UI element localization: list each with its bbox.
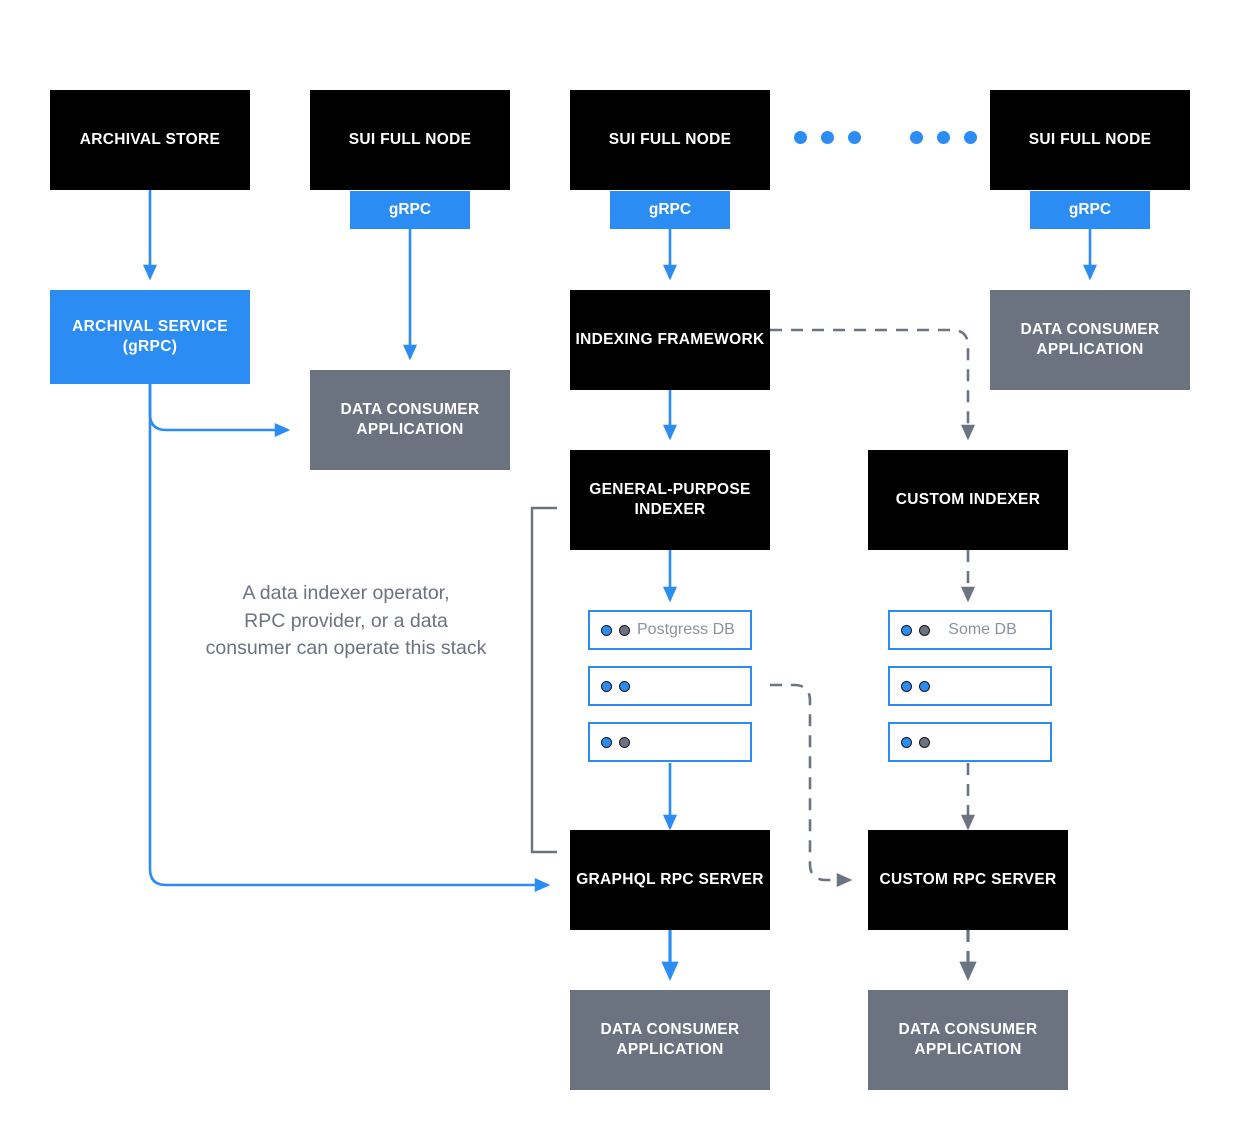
node-archival-store[interactable]: ARCHIVAL STORE bbox=[50, 90, 250, 190]
ellipsis-dot-icon bbox=[821, 131, 834, 144]
node-data-consumer-app-graphql[interactable]: DATA CONSUMER APPLICATION bbox=[570, 990, 770, 1090]
node-graphql-rpc-server[interactable]: GRAPHQL RPC SERVER bbox=[570, 830, 770, 930]
node-archival-service-label: ARCHIVAL SERVICE (gRPC) bbox=[72, 317, 228, 355]
node-custom-indexer-label: CUSTOM INDEXER bbox=[895, 490, 1041, 508]
node-data-consumer-app-right-top[interactable]: DATA CONSUMER APPLICATION bbox=[990, 290, 1190, 390]
node-sui-full-node-1-label: SUI FULL NODE bbox=[348, 130, 472, 148]
db-status-dot-icon bbox=[619, 736, 630, 748]
node-indexing-framework-label: INDEXING FRAMEWORK bbox=[575, 330, 765, 348]
db-status-dot-icon bbox=[919, 736, 930, 748]
db-status-dot-icon bbox=[601, 680, 612, 692]
ellipsis-dot-icon bbox=[848, 131, 861, 144]
node-archival-service[interactable]: ARCHIVAL SERVICE (gRPC) bbox=[50, 290, 250, 384]
db-row-postgres-0[interactable]: Postgress DB bbox=[588, 610, 752, 650]
edge-postgres-to-custom-rpc bbox=[770, 683, 853, 888]
ellipsis-group-2 bbox=[910, 131, 977, 144]
edge-indexing-framework-to-custom-indexer bbox=[770, 328, 976, 441]
db-status-dot-icon bbox=[619, 680, 630, 692]
node-sui-full-node-3[interactable]: SUI FULL NODE bbox=[990, 90, 1190, 190]
db-status-dot-icon bbox=[901, 624, 912, 636]
node-data-consumer-app-right-top-label: DATA CONSUMER APPLICATION bbox=[1020, 320, 1160, 358]
node-general-purpose-indexer[interactable]: GENERAL-PURPOSE INDEXER bbox=[570, 450, 770, 550]
node-custom-indexer[interactable]: CUSTOM INDEXER bbox=[868, 450, 1068, 550]
node-custom-rpc-server-label: CUSTOM RPC SERVER bbox=[879, 870, 1057, 888]
node-general-purpose-indexer-label: GENERAL-PURPOSE INDEXER bbox=[589, 480, 751, 518]
node-data-consumer-app-left-label: DATA CONSUMER APPLICATION bbox=[340, 400, 480, 438]
stack-annotation-text: A data indexer operator, RPC provider, o… bbox=[205, 582, 487, 660]
edge-archival-service-to-consumer bbox=[148, 384, 291, 438]
db-status-dot-icon bbox=[601, 624, 612, 636]
ellipsis-dot-icon bbox=[794, 131, 807, 144]
node-data-consumer-app-graphql-label: DATA CONSUMER APPLICATION bbox=[600, 1020, 740, 1058]
badge-grpc-3[interactable]: gRPC bbox=[1030, 191, 1150, 229]
stack-bracket bbox=[530, 506, 557, 854]
node-data-consumer-app-custom-label: DATA CONSUMER APPLICATION bbox=[898, 1020, 1038, 1058]
ellipsis-dot-icon bbox=[964, 131, 977, 144]
db-row-somedb-2[interactable] bbox=[888, 722, 1052, 762]
badge-grpc-3-label: gRPC bbox=[1068, 201, 1112, 218]
db-status-dot-icon bbox=[919, 680, 930, 692]
badge-grpc-1[interactable]: gRPC bbox=[350, 191, 470, 229]
db-status-dot-icon bbox=[601, 736, 612, 748]
node-graphql-rpc-server-label: GRAPHQL RPC SERVER bbox=[576, 870, 764, 888]
node-sui-full-node-1[interactable]: SUI FULL NODE bbox=[310, 90, 510, 190]
db-status-dot-icon bbox=[619, 624, 630, 636]
ellipsis-dot-icon bbox=[937, 131, 950, 144]
badge-grpc-1-label: gRPC bbox=[388, 201, 432, 218]
badge-grpc-2[interactable]: gRPC bbox=[610, 191, 730, 229]
node-data-consumer-app-left[interactable]: DATA CONSUMER APPLICATION bbox=[310, 370, 510, 470]
db-status-dot-icon bbox=[901, 736, 912, 748]
node-archival-store-label: ARCHIVAL STORE bbox=[79, 130, 221, 148]
ellipsis-dot-icon bbox=[910, 131, 923, 144]
node-sui-full-node-3-label: SUI FULL NODE bbox=[1028, 130, 1152, 148]
node-sui-full-node-2[interactable]: SUI FULL NODE bbox=[570, 90, 770, 190]
node-sui-full-node-2-label: SUI FULL NODE bbox=[608, 130, 732, 148]
db-status-dot-icon bbox=[901, 680, 912, 692]
db-row-somedb-0[interactable]: Some DB bbox=[888, 610, 1052, 650]
db-row-postgres-1[interactable] bbox=[588, 666, 752, 706]
ellipsis-group-1 bbox=[794, 131, 861, 144]
node-data-consumer-app-custom[interactable]: DATA CONSUMER APPLICATION bbox=[868, 990, 1068, 1090]
node-custom-rpc-server[interactable]: CUSTOM RPC SERVER bbox=[868, 830, 1068, 930]
db-row-somedb-0-label: Some DB bbox=[948, 621, 1017, 638]
db-row-somedb-1[interactable] bbox=[888, 666, 1052, 706]
badge-grpc-2-label: gRPC bbox=[648, 201, 692, 218]
node-indexing-framework[interactable]: INDEXING FRAMEWORK bbox=[570, 290, 770, 390]
db-status-dot-icon bbox=[919, 624, 930, 636]
db-row-postgres-0-label: Postgress DB bbox=[637, 621, 735, 638]
db-row-postgres-2[interactable] bbox=[588, 722, 752, 762]
